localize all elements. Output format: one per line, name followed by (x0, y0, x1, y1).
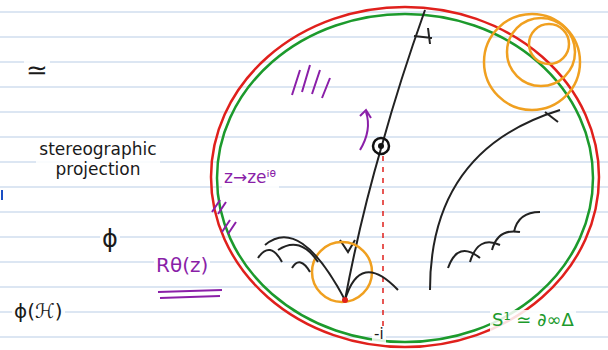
rotation-map: z→zeⁱᶿ (222, 168, 279, 188)
tick (414, 28, 432, 44)
geodesic (345, 10, 425, 300)
margin-mark (1, 190, 3, 200)
boundary-label: S¹ ≃ ∂∞Δ (490, 310, 576, 331)
horocycles (312, 14, 580, 302)
ruled-lines (0, 12, 608, 337)
equivalence-symbol: ≃ (24, 56, 50, 86)
ideal-point (342, 297, 348, 303)
annotation: stereographic projection (36, 140, 160, 179)
boundary-circle (211, 7, 599, 347)
center-dot (378, 143, 384, 149)
point-label: -i (372, 326, 386, 343)
geodesic-arcs (258, 110, 560, 300)
rotation-label: Rθ(z) (154, 254, 210, 277)
center-point (373, 138, 389, 154)
dashed-axis (382, 156, 384, 330)
map-symbol: ϕ (100, 226, 120, 254)
disk-circle (217, 14, 593, 342)
image-label: ϕ(ℋ) (12, 300, 65, 323)
